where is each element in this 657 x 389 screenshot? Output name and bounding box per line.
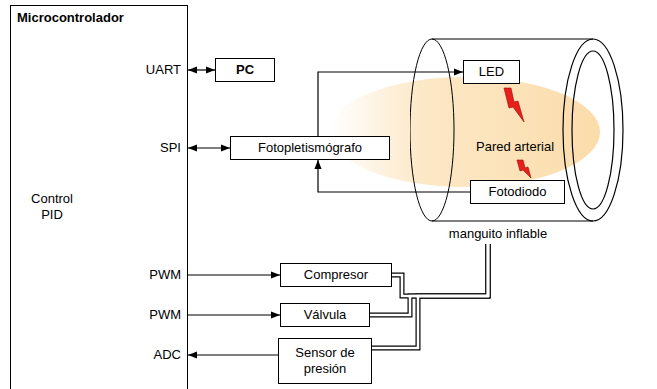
pressure-sensor-box: Sensor de presión	[278, 338, 372, 384]
signal-name: SPI	[160, 140, 181, 156]
node-text: Fotopletismógrafo	[239, 140, 381, 156]
connector-layer	[188, 70, 488, 355]
light-bolt	[517, 160, 531, 178]
signal-arrow	[188, 274, 280, 275]
process-box: Fotopletismógrafo	[230, 136, 390, 160]
cuff-left-end	[410, 39, 454, 221]
control-label: Control PID	[20, 191, 84, 223]
signal-arrow	[188, 354, 278, 355]
air-tube-bore	[372, 244, 488, 348]
node-text: Válvula	[289, 307, 361, 323]
cuff-top-edge	[432, 39, 593, 40]
light-bolt	[504, 88, 524, 122]
air-tube	[392, 244, 488, 296]
node-text: Compresor	[289, 267, 383, 283]
node-text: Fotodiodo	[479, 184, 556, 200]
air-tube-bore	[392, 244, 488, 296]
signal-arrow	[188, 69, 215, 70]
signal-arrow	[318, 72, 463, 136]
signal-arrow	[188, 314, 280, 315]
led-box: LED	[463, 60, 520, 84]
cuff-right-inner	[572, 51, 614, 209]
signal-arrow	[318, 160, 470, 192]
node-text: Sensor de presión	[283, 345, 367, 377]
signal-arrow	[188, 147, 230, 148]
node-text: manguito inflable	[449, 226, 547, 242]
cuff-right-end	[563, 39, 623, 221]
photodiode-box: Fotodiodo	[470, 180, 565, 204]
pc-box: PC	[215, 58, 275, 82]
signal-name: ADC	[154, 347, 181, 363]
node-text: Microcontrolador	[17, 10, 181, 26]
signal-name: UART	[146, 62, 181, 78]
valve-box: Válvula	[280, 303, 370, 327]
signal-name: PWM	[149, 307, 181, 323]
arterial-wall-band	[330, 77, 600, 187]
inflatable-cuff: Pared arterial manguito inflable LED Fotodi…	[410, 38, 630, 244]
signal-name: PWM	[149, 267, 181, 283]
compressor-box: Compresor	[280, 263, 392, 287]
node-text: LED	[472, 64, 511, 80]
air-tube	[372, 244, 488, 348]
node-text: PC	[224, 62, 266, 78]
cuff-bottom-edge	[432, 221, 593, 222]
node-text: Pared arterial	[476, 139, 554, 155]
